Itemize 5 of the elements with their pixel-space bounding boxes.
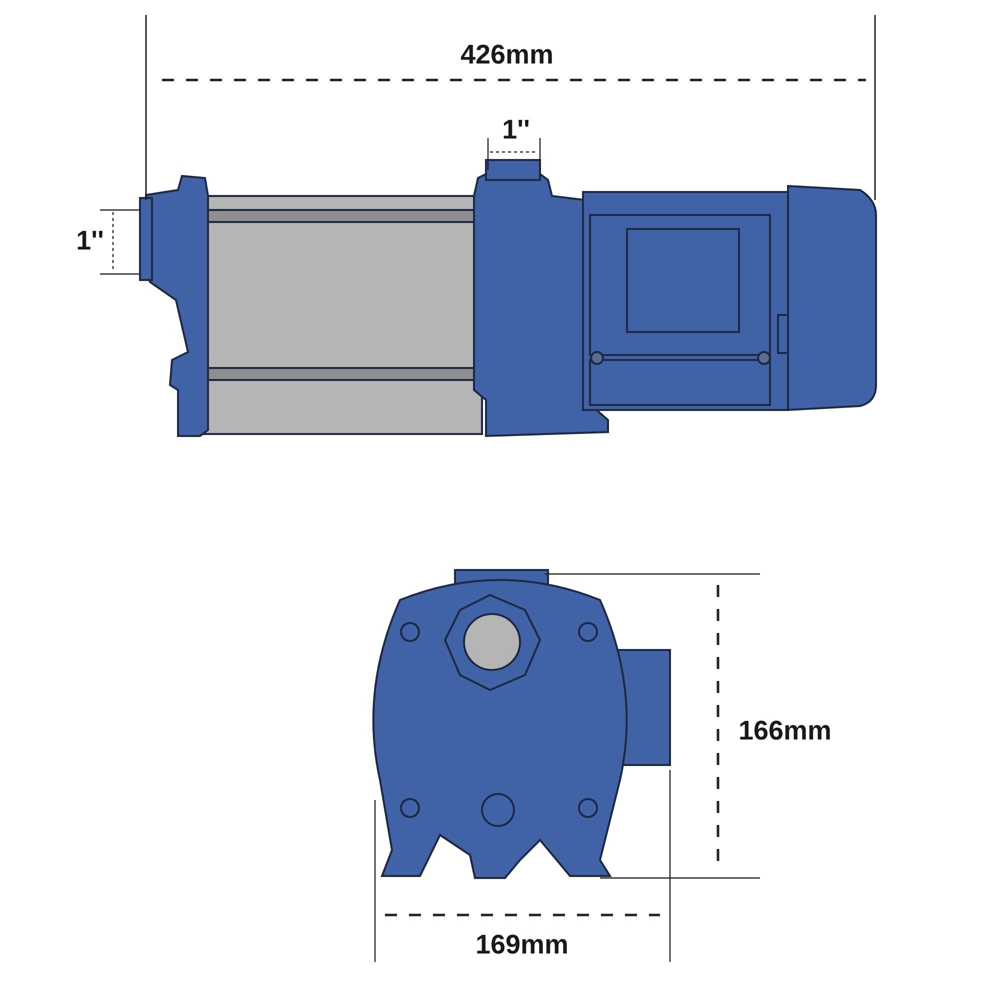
dimension-label: 1'': [76, 226, 104, 256]
dimension-label: 169mm: [475, 930, 569, 960]
dimension-label: 166mm: [738, 716, 832, 746]
dimension-label: 426mm: [460, 40, 554, 70]
dimension-label: 1'': [502, 114, 530, 146]
